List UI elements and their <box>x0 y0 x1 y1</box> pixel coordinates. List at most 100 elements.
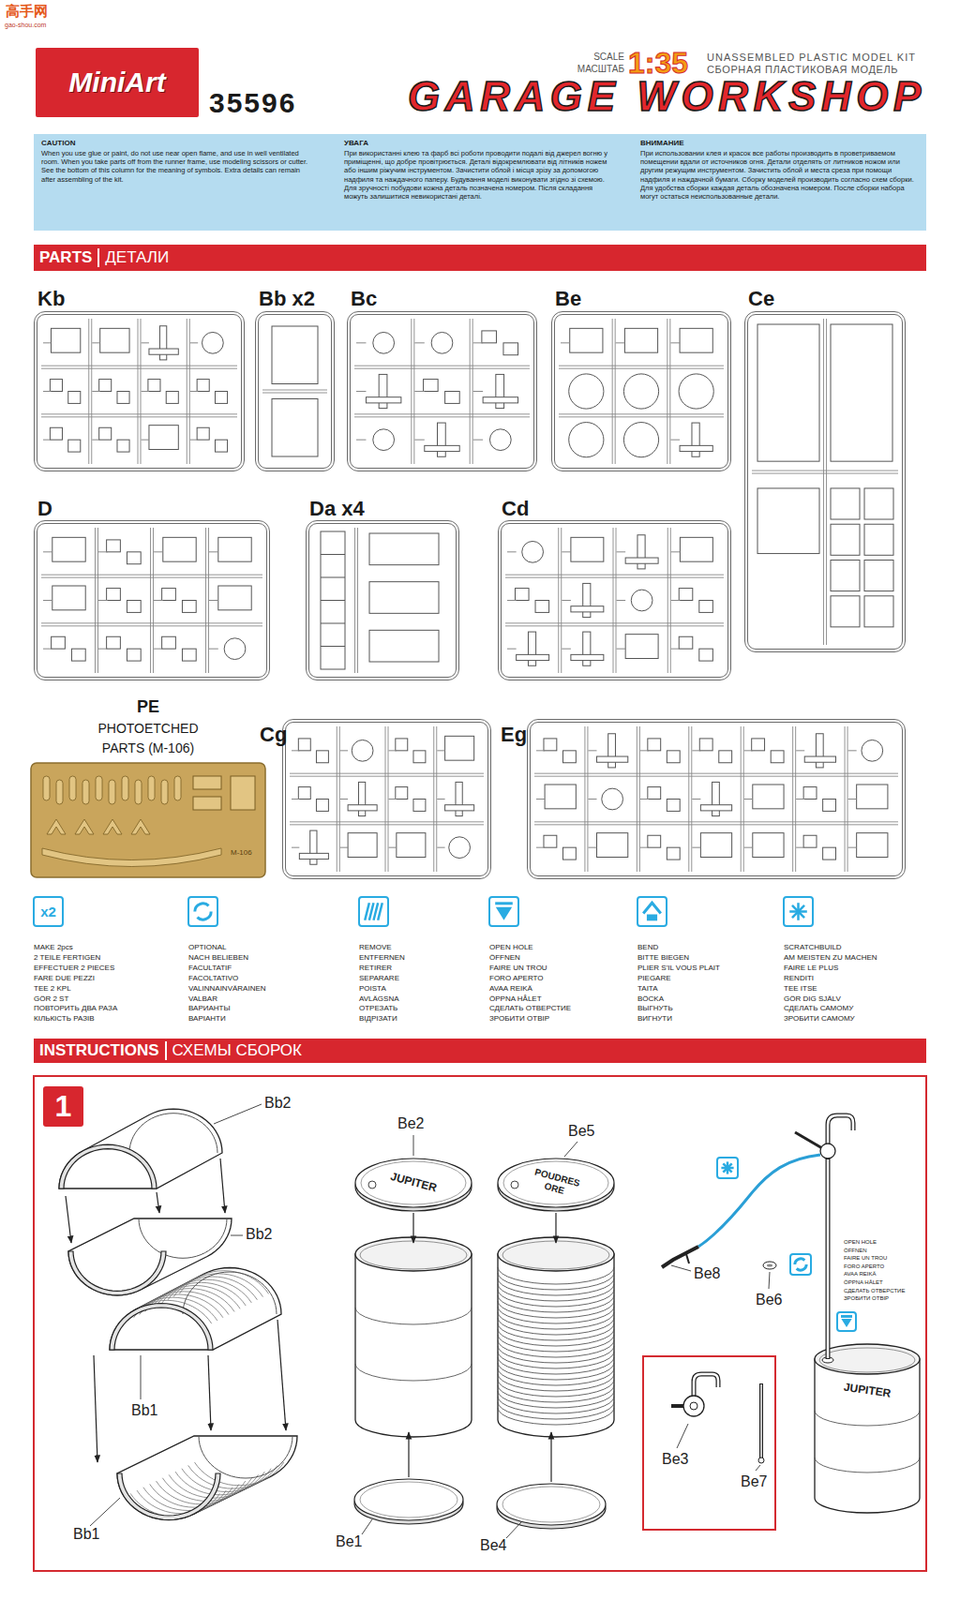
runner <box>385 726 387 872</box>
fret-title: PE <box>30 697 266 718</box>
runner <box>336 726 338 872</box>
fret-part <box>121 776 129 801</box>
part-shape <box>823 847 837 860</box>
sprue-frame: Be <box>551 311 732 472</box>
runner <box>584 726 585 872</box>
runner <box>690 726 692 872</box>
part-gate <box>340 750 348 751</box>
icon-block <box>646 915 658 922</box>
part-shape <box>299 853 329 859</box>
scale-label: SCALE <box>593 51 625 63</box>
part-shape <box>148 379 161 392</box>
icon-arrow <box>196 912 211 921</box>
symbol-caption: СДЕЛАТЬ САМОМУ <box>783 1004 854 1013</box>
fret-sheet <box>30 763 266 878</box>
pump-head <box>683 1395 705 1417</box>
part-callout: Be2 <box>397 1115 424 1133</box>
part-gate <box>671 600 681 601</box>
part-shape <box>625 557 659 564</box>
nozzle-trigger <box>686 1254 690 1264</box>
part-gate <box>389 798 397 800</box>
part-gate <box>561 551 571 553</box>
symbol-caption: NACH BELIEBEN <box>188 953 249 962</box>
section-title: INSTRUCTIONS <box>39 1041 167 1061</box>
part-shape <box>214 439 227 452</box>
sprue-frame: Eg <box>526 719 906 880</box>
part-shape <box>423 379 439 392</box>
drum <box>497 1237 615 1438</box>
part-gate <box>209 600 219 601</box>
symbol-caption: AVLÄGSNA <box>359 994 400 1004</box>
sprue-detail <box>41 318 238 465</box>
drum-body <box>355 1254 472 1438</box>
leader-line <box>564 1141 578 1157</box>
part-gate <box>671 648 681 650</box>
fret-part <box>135 780 142 805</box>
symbol-caption: 2 TEILE FERTIGEN <box>33 953 101 962</box>
sprue-frame: Cg <box>282 719 492 880</box>
icon-arrow <box>796 1264 807 1271</box>
part-shape <box>757 324 820 462</box>
lid-rim <box>360 1482 458 1518</box>
symbol-icon <box>783 897 813 927</box>
part-shape <box>99 427 112 440</box>
sprue-frame: Cd <box>497 520 732 681</box>
sprue-detail <box>558 318 724 465</box>
part-shape <box>700 805 732 811</box>
part-shape <box>106 588 121 601</box>
part-gate <box>291 750 300 751</box>
runner <box>289 776 484 778</box>
runner <box>339 726 341 872</box>
part-shape <box>196 379 210 392</box>
part-gate <box>389 750 397 751</box>
runner <box>262 392 328 394</box>
part-gate <box>91 439 100 441</box>
part-gate <box>795 847 805 849</box>
part-shape <box>50 328 80 353</box>
caution-heading: ВНИМАНИЕ <box>640 138 915 149</box>
runner <box>795 726 796 872</box>
runner <box>152 527 154 674</box>
part-shape <box>218 585 252 611</box>
symbol-caption: PLIER S'IL VOUS PLAIT <box>637 963 720 973</box>
symbol-caption: ВАРІАНТИ <box>188 1014 226 1023</box>
part-shape <box>803 835 817 848</box>
leader-line <box>361 1519 373 1535</box>
kit-number: 35596 <box>209 87 297 120</box>
washer <box>763 1261 777 1270</box>
sprue-heading: Bc <box>350 288 377 310</box>
symbol-caption: POISTA <box>359 984 387 993</box>
symbol-caption: BEND <box>637 943 659 952</box>
assembly-arrow <box>208 1355 211 1431</box>
runner <box>410 318 412 465</box>
fret-part <box>193 776 222 790</box>
part-shape <box>823 799 837 812</box>
part-shape <box>569 374 604 409</box>
part-shape <box>481 330 497 344</box>
part-shape <box>71 648 86 661</box>
part-gate <box>795 798 805 800</box>
runner <box>413 318 415 465</box>
fret-part <box>56 780 63 805</box>
part-shape <box>516 654 550 660</box>
runner <box>666 318 668 465</box>
part-shape <box>369 630 439 662</box>
part-shape <box>369 582 439 615</box>
part-shape <box>347 833 377 858</box>
part-gate <box>744 798 753 800</box>
assembly-arrow <box>220 1158 225 1214</box>
runner <box>97 527 99 674</box>
part-gate <box>389 847 397 849</box>
part-shape <box>666 799 680 812</box>
part-shape <box>623 374 659 409</box>
part-gate <box>536 750 545 751</box>
part-shape <box>347 805 377 811</box>
part-shape <box>320 554 345 555</box>
part-shape <box>623 422 659 458</box>
part-shape <box>149 425 179 450</box>
part-shape <box>830 324 893 462</box>
drum-hoop <box>497 1402 615 1420</box>
drum-top <box>814 1344 920 1375</box>
runner <box>505 622 724 624</box>
pump-head-spout <box>693 1374 719 1396</box>
